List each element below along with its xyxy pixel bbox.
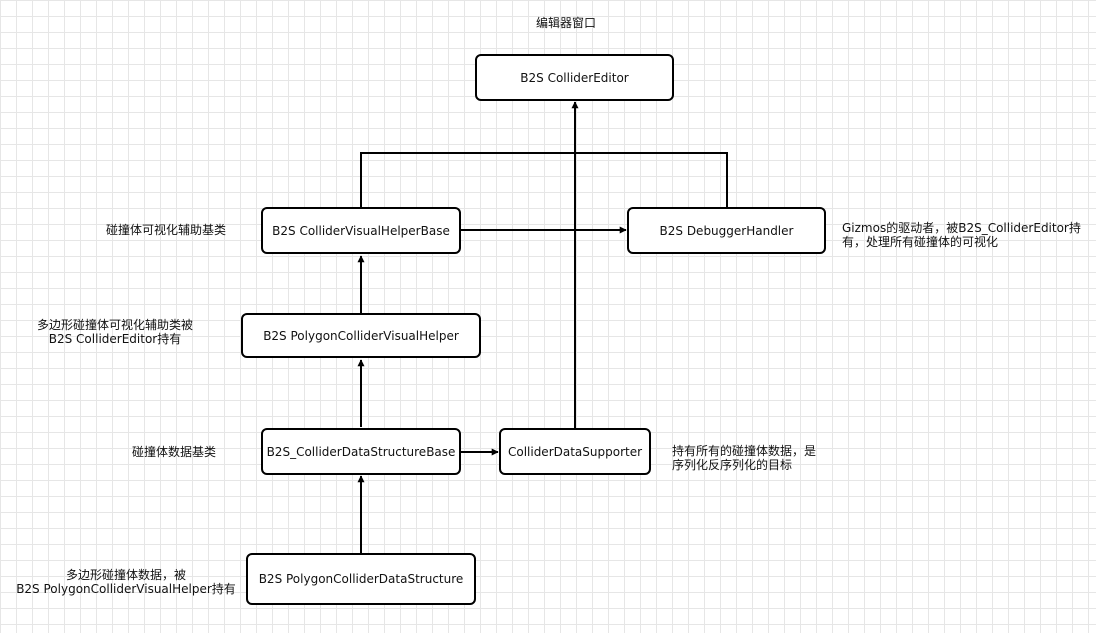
node-debugger-handler-label: B2S DebuggerHandler	[659, 223, 794, 238]
note-data-structure-base: 碰撞体数据基类	[131, 445, 216, 459]
note-data-supporter: 持有所有的碰撞体数据，是 序列化反序列化的目标	[672, 444, 817, 472]
node-polygon-collider-visual-helper[interactable]: B2S PolygonColliderVisualHelper	[241, 313, 481, 358]
node-polygon-collider-data-structure[interactable]: B2S PolygonColliderDataStructure	[246, 553, 476, 605]
node-collider-data-structure-base-label: B2S_ColliderDataStructureBase	[266, 444, 456, 459]
node-collider-data-supporter-label: ColliderDataSupporter	[507, 444, 643, 459]
node-collider-editor[interactable]: B2S ColliderEditor	[475, 54, 674, 101]
node-polygon-collider-visual-helper-label: B2S PolygonColliderVisualHelper	[263, 328, 459, 343]
node-collider-visual-helper-base[interactable]: B2S ColliderVisualHelperBase	[261, 207, 461, 254]
note-visual-helper-base: 碰撞体可视化辅助基类	[105, 223, 226, 237]
note-polygon-data-structure: 多边形碰撞体数据，被 B2S PolygonColliderVisualHelp…	[16, 568, 236, 596]
connector-visual-helper-to-debugger-frame	[360, 152, 728, 207]
node-debugger-handler[interactable]: B2S DebuggerHandler	[627, 207, 826, 254]
node-collider-data-supporter[interactable]: ColliderDataSupporter	[499, 428, 651, 475]
node-collider-editor-label: B2S ColliderEditor	[520, 70, 629, 85]
node-collider-data-structure-base[interactable]: B2S_ColliderDataStructureBase	[261, 428, 461, 475]
node-polygon-collider-data-structure-label: B2S PolygonColliderDataStructure	[258, 572, 464, 586]
note-editor-window: 编辑器窗口	[535, 16, 596, 30]
note-polygon-visual-helper: 多边形碰撞体可视化辅助类被 B2S ColliderEditor持有	[36, 318, 193, 346]
node-collider-visual-helper-base-label: B2S ColliderVisualHelperBase	[272, 223, 450, 238]
note-debugger-handler: Gizmos的驱动者，被B2S_ColliderEditor持 有，处理所有碰撞…	[842, 221, 1081, 249]
